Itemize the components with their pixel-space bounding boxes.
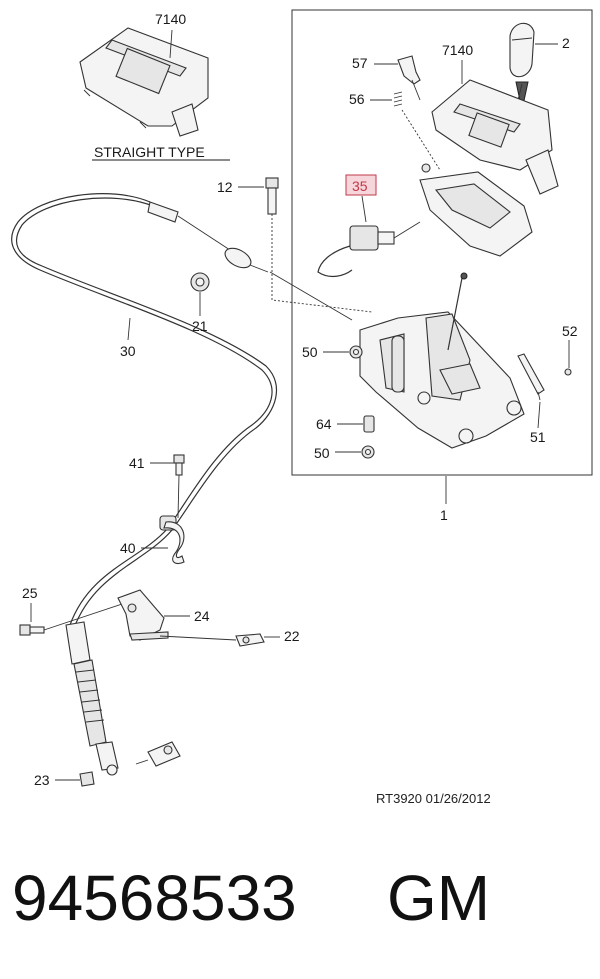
label-35: 35	[352, 178, 368, 194]
label-2: 2	[562, 35, 570, 51]
label-23: 23	[34, 772, 50, 788]
assembly-box	[291, 9, 593, 476]
label-50-lower: 50	[314, 445, 330, 461]
straight-type-caption: STRAIGHT TYPE	[94, 144, 205, 160]
screw-41	[173, 454, 185, 476]
label-12: 12	[217, 179, 233, 195]
label-7140-top: 7140	[155, 11, 186, 27]
nut-23	[79, 771, 95, 787]
reference-code: RT3920 01/26/2012	[376, 791, 491, 806]
nut-50-lower	[361, 445, 375, 459]
label-52: 52	[562, 323, 578, 339]
bolt-12	[265, 177, 373, 313]
part-number: 94568533	[12, 862, 297, 934]
indicator-panel-straight	[79, 27, 209, 137]
shift-cable	[11, 193, 353, 776]
label-57: 57	[352, 55, 368, 71]
bolt-25	[19, 624, 45, 636]
label-25: 25	[22, 585, 38, 601]
label-22: 22	[284, 628, 300, 644]
lever-51	[517, 353, 545, 401]
part-57	[397, 55, 421, 101]
label-41: 41	[129, 455, 145, 471]
cable-end-fitting	[135, 741, 181, 767]
label-50-upper: 50	[302, 344, 318, 360]
brand: GM	[387, 862, 490, 934]
label-21: 21	[192, 318, 208, 334]
pin-52	[564, 368, 572, 376]
bushing-64	[363, 415, 375, 433]
label-64: 64	[316, 416, 332, 432]
solenoid-35	[317, 221, 421, 278]
label-1: 1	[440, 507, 448, 523]
clip-22	[235, 633, 265, 647]
nut-21	[190, 272, 210, 292]
bracket-24	[117, 589, 169, 641]
label-56: 56	[349, 91, 365, 107]
highlight-35	[345, 174, 377, 196]
label-7140-box: 7140	[442, 42, 473, 58]
spring-56	[393, 91, 441, 171]
shifter-base	[359, 272, 525, 449]
clip-40	[163, 521, 185, 565]
indicator-panel-7140	[431, 79, 559, 195]
nut-50-upper	[349, 345, 363, 359]
label-40: 40	[120, 540, 136, 556]
upper-housing	[419, 163, 533, 257]
label-51: 51	[530, 429, 546, 445]
label-30: 30	[120, 343, 136, 359]
label-24: 24	[194, 608, 210, 624]
